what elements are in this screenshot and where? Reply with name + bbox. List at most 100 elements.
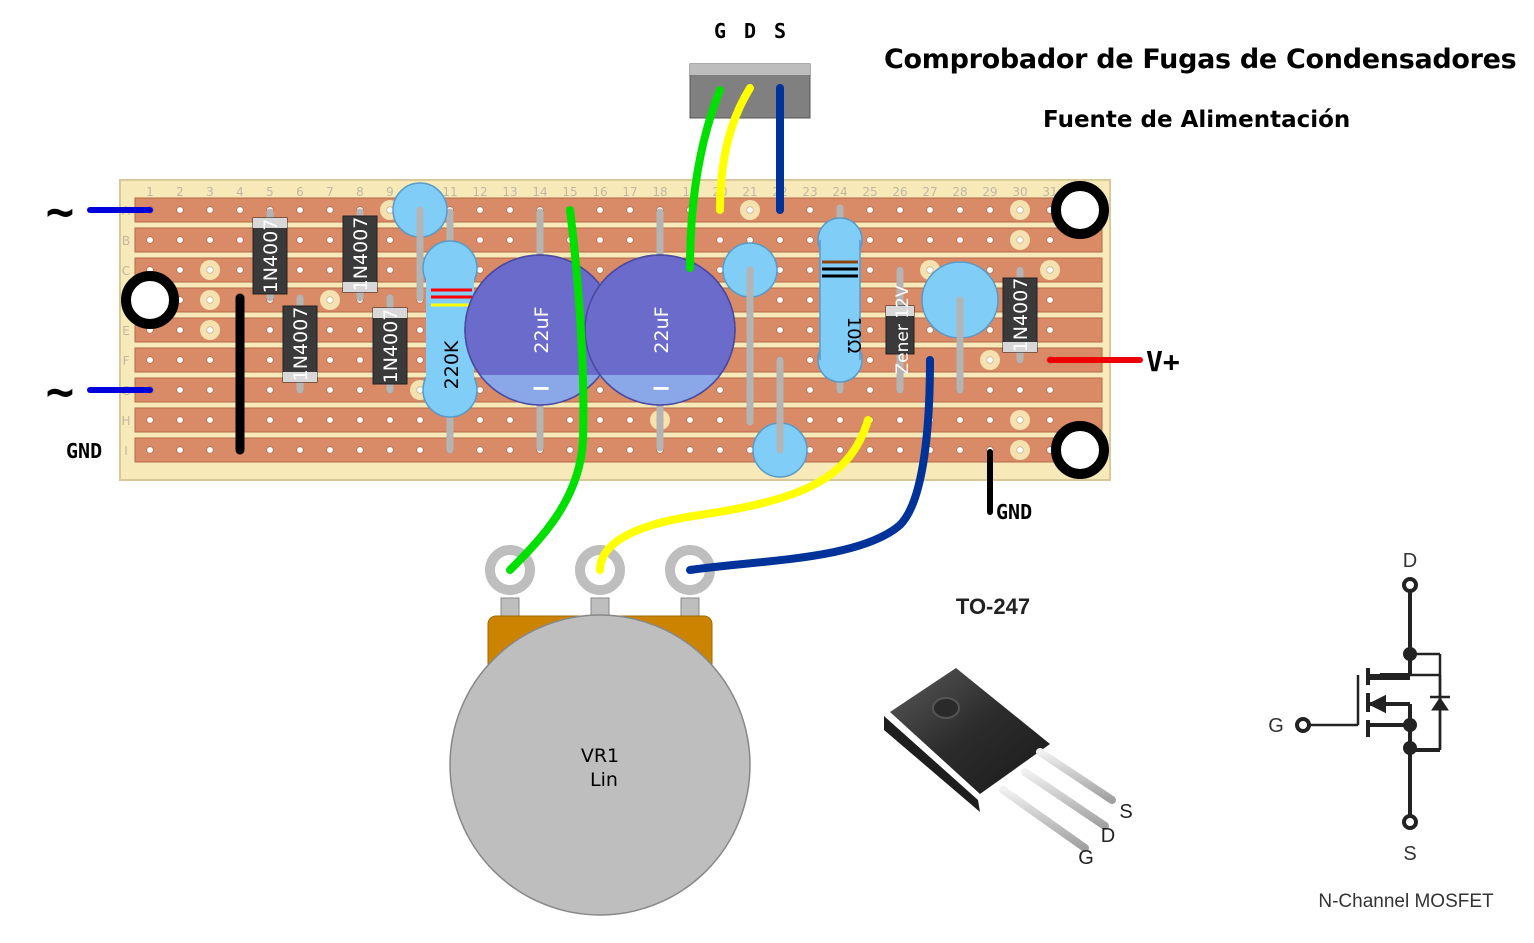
- hole: [566, 446, 574, 454]
- column-label: 18: [652, 185, 667, 199]
- hole: [326, 206, 334, 214]
- row-label: E: [122, 324, 130, 338]
- diode-d4: 1N4007: [372, 307, 408, 385]
- hole: [146, 356, 154, 364]
- hole: [506, 416, 514, 424]
- hole: [476, 236, 484, 244]
- wire-yellow-pot: [596, 416, 872, 574]
- diagram-title: Comprobador de Fugas de Condensadores: [884, 44, 1517, 75]
- hole: [176, 206, 184, 214]
- hole: [206, 386, 214, 394]
- column-label: 6: [296, 185, 304, 199]
- diode-d2: 1N4007: [342, 215, 378, 293]
- hole: [416, 326, 424, 334]
- hole: [956, 206, 964, 214]
- drain-terminal: [1402, 577, 1418, 593]
- gnd-label-right: GND: [996, 500, 1032, 524]
- wire-yellow-header: [716, 84, 754, 214]
- hole: [206, 356, 214, 364]
- zener-diode: Zener 12V: [885, 285, 915, 375]
- hole: [626, 206, 634, 214]
- hole: [626, 416, 634, 424]
- column-label: 16: [592, 185, 607, 199]
- column-label: 29: [982, 185, 997, 199]
- hole: [236, 266, 244, 274]
- mounting-hole-bottom-right: [1051, 421, 1109, 479]
- hole: [806, 386, 814, 394]
- diode-d2-label: 1N4007: [350, 217, 372, 292]
- hole: [806, 326, 814, 334]
- hole: [146, 236, 154, 244]
- column-label: 8: [356, 185, 364, 199]
- hole: [326, 386, 334, 394]
- hole: [476, 206, 484, 214]
- hole: [1046, 296, 1054, 304]
- hole: [236, 206, 244, 214]
- hole: [326, 356, 334, 364]
- column-label: 26: [892, 185, 907, 199]
- diode-d5-label: 1N4007: [1010, 278, 1032, 353]
- hole: [806, 236, 814, 244]
- package-pin-d: D: [1101, 825, 1115, 847]
- hole: [806, 266, 814, 274]
- row-labels: ABCDEFGHI: [121, 204, 131, 458]
- hole: [326, 326, 334, 334]
- hole: [866, 206, 874, 214]
- to247-package: TO-247 S D G: [884, 594, 1133, 869]
- hole: [986, 206, 994, 214]
- row-label: I: [124, 444, 128, 458]
- resistor-220k: 220K: [422, 240, 478, 418]
- hole: [596, 236, 604, 244]
- hole: [596, 266, 604, 274]
- copper-strip-a: [134, 197, 1103, 223]
- hole: [986, 386, 994, 394]
- capacitor-c2-polarity: −: [651, 374, 671, 402]
- hole: [416, 446, 424, 454]
- hole: [626, 446, 634, 454]
- copper-strip-h: [134, 407, 1103, 433]
- column-label: 24: [832, 185, 847, 199]
- hole: [806, 296, 814, 304]
- mosfet-pin-g-label: G: [714, 19, 726, 43]
- wire-green-header: [686, 86, 724, 272]
- hole: [716, 416, 724, 424]
- hole: [866, 326, 874, 334]
- diode-d1: 1N4007: [252, 217, 288, 295]
- gnd-label-left: GND: [66, 439, 102, 463]
- hole: [326, 416, 334, 424]
- package-title: TO-247: [956, 594, 1030, 619]
- hole: [356, 416, 364, 424]
- hole: [176, 416, 184, 424]
- hole: [296, 206, 304, 214]
- column-label: 7: [326, 185, 334, 199]
- hole: [176, 236, 184, 244]
- hole: [356, 326, 364, 334]
- hole: [206, 206, 214, 214]
- column-label: 23: [802, 185, 817, 199]
- hole: [356, 446, 364, 454]
- hole: [776, 236, 784, 244]
- hole: [176, 266, 184, 274]
- row-label: C: [122, 264, 130, 278]
- potentiometer-vr1: VR1 Lin: [449, 545, 751, 916]
- hole: [986, 266, 994, 274]
- diode-d3-label: 1N4007: [290, 307, 312, 382]
- hole: [176, 446, 184, 454]
- hole: [866, 266, 874, 274]
- diode-d4-label: 1N4007: [380, 309, 402, 384]
- hole: [986, 326, 994, 334]
- hole: [1046, 416, 1054, 424]
- hole: [806, 416, 814, 424]
- hole: [956, 446, 964, 454]
- hole: [146, 416, 154, 424]
- diagram-subtitle: Fuente de Alimentación: [1043, 107, 1351, 133]
- hole: [596, 206, 604, 214]
- hole: [296, 446, 304, 454]
- column-label: 2: [176, 185, 184, 199]
- column-label: 21: [742, 185, 757, 199]
- column-label: 1: [146, 185, 154, 199]
- hole: [146, 446, 154, 454]
- source-terminal: [1402, 814, 1418, 830]
- hole: [326, 446, 334, 454]
